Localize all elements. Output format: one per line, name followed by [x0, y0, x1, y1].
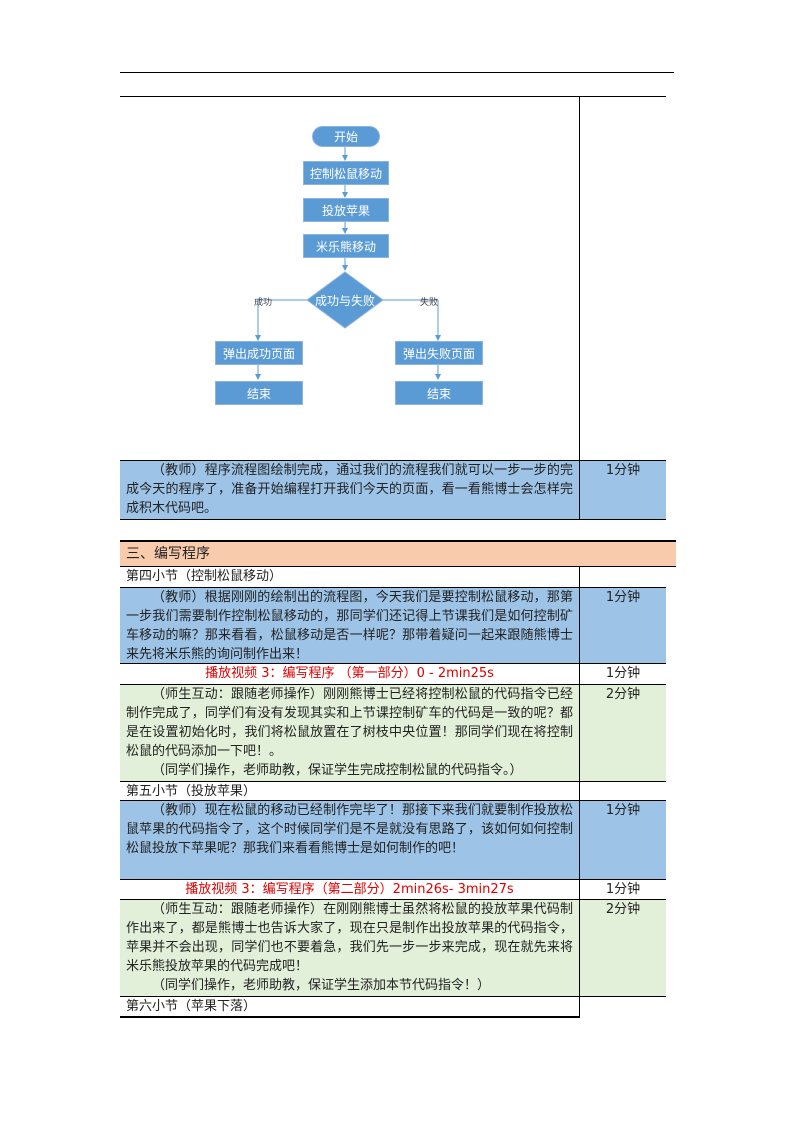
row5b-paragraph1: （师生互动：跟随老师操作）在刚刚熊博士虽然将松鼠的投放苹果代码制作出来了，都是熊… — [126, 902, 573, 974]
row5a-time: 1分钟 — [580, 801, 666, 879]
row5b-time-content: 2分钟 — [605, 902, 641, 917]
sub6-heading-text: 第六小节（苹果下落） — [126, 999, 257, 1014]
section3-title-bottom — [120, 566, 676, 567]
section3-col-divider — [579, 567, 580, 1016]
video3b-time: 1分钟 — [580, 880, 666, 899]
row4a-time-content: 1分钟 — [605, 590, 641, 605]
flow-node-decision-label: 成功与失败 — [314, 293, 375, 308]
header-rule — [120, 72, 674, 73]
section3-title: 三、编写程序 — [120, 542, 676, 566]
row5a-bottom — [120, 879, 666, 880]
row4b-paragraph1: （师生互动：跟随老师操作）刚刚熊博士已经将控制松鼠的代码指令已经制作完成了，同学… — [126, 687, 573, 759]
flow-node-success-page: 弹出成功页面 — [215, 341, 303, 365]
flow-node-control: 控制松鼠移动 — [303, 161, 389, 185]
sub5-bottom — [120, 800, 666, 801]
row4b-time: 2分钟 — [580, 685, 666, 781]
summary-row-time: 1分钟 — [580, 460, 666, 519]
row5a-text-content: （教师）现在松鼠的移动已经制作完毕了！那接下来我们就要制作投放松鼠苹果的代码指令… — [126, 803, 573, 856]
row4a-text: （教师）根据刚刚的绘制出的流程图，今天我们是要控制松鼠移动，那第一步我们需要制作… — [120, 588, 579, 663]
row5b-text: （师生互动：跟随老师操作）在刚刚熊博士虽然将松鼠的投放苹果代码制作出来了，都是熊… — [120, 900, 579, 996]
summary-row-text: （教师）程序流程图绘制完成，通过我们的流程我们就可以一步一步的完成今天的程序了，… — [120, 460, 579, 519]
sub4-bottom — [120, 587, 666, 588]
table1-bottom-border — [120, 519, 666, 520]
video3b-text-content: 播放视频 3：编写程序（第二部分）2min26s- 3min27s — [185, 882, 514, 897]
row4b-text: （师生互动：跟随老师操作）刚刚熊博士已经将控制松鼠的代码指令已经制作完成了，同学… — [120, 685, 579, 781]
sub4-heading: 第四小节（控制松鼠移动） — [120, 567, 579, 587]
flow-branch-fail: 失败 — [420, 298, 439, 308]
decision-diamond — [306, 271, 384, 329]
row5a-text: （教师）现在松鼠的移动已经制作完毕了！那接下来我们就要制作投放松鼠苹果的代码指令… — [120, 801, 579, 879]
video3a-time: 1分钟 — [580, 664, 666, 684]
video3b-bottom — [120, 899, 666, 900]
row5b-paragraph2: （同学们操作，老师助教，保证学生添加本节代码指令！） — [152, 978, 491, 993]
flow-node-drop: 投放苹果 — [303, 198, 389, 222]
sub6-heading: 第六小节（苹果下落） — [120, 997, 579, 1016]
summary-time: 1分钟 — [605, 463, 641, 478]
video3a-text: 播放视频 3：编写程序 （第一部分）0 - 2min25s — [120, 664, 579, 684]
flow-branch-success: 成功 — [254, 298, 273, 308]
row5a-time-content: 1分钟 — [605, 803, 641, 818]
video3b-time-content: 1分钟 — [605, 882, 641, 897]
video3a-time-content: 1分钟 — [605, 666, 641, 681]
row4a-text-content: （教师）根据刚刚的绘制出的流程图，今天我们是要控制松鼠移动，那第一步我们需要制作… — [126, 590, 573, 662]
flow-node-milu: 米乐熊移动 — [303, 234, 389, 258]
video3b-text: 播放视频 3：编写程序（第二部分）2min26s- 3min27s — [120, 880, 579, 899]
sub6-bottom — [120, 1016, 580, 1018]
section3-top-border — [120, 540, 676, 542]
row4b-bottom — [120, 781, 666, 782]
table1-top-border — [120, 96, 666, 97]
video3a-bottom — [120, 684, 666, 685]
summary-top-border — [120, 460, 666, 461]
sub5-heading-text: 第五小节（投放苹果） — [126, 784, 257, 799]
section3-title-text: 三、编写程序 — [126, 546, 210, 562]
row4b-paragraph2: （同学们操作，老师助教，保证学生完成控制松鼠的代码指令。） — [152, 763, 523, 778]
flow-node-start: 开始 — [312, 126, 380, 147]
flow-node-end-left: 结束 — [215, 381, 303, 405]
row5b-time: 2分钟 — [580, 900, 666, 996]
flow-node-fail-page: 弹出失败页面 — [395, 341, 483, 365]
flow-node-end-right: 结束 — [395, 381, 483, 405]
sub4-heading-text: 第四小节（控制松鼠移动） — [126, 569, 283, 584]
sub5-heading: 第五小节（投放苹果） — [120, 782, 579, 800]
summary-text: （教师）程序流程图绘制完成，通过我们的流程我们就可以一步一步的完成今天的程序了，… — [126, 463, 573, 516]
video3a-text-content: 播放视频 3：编写程序 （第一部分）0 - 2min25s — [205, 666, 494, 681]
table1-col-divider — [579, 96, 580, 520]
row4a-bottom — [120, 663, 666, 664]
row4b-time-content: 2分钟 — [605, 687, 641, 702]
row5b-bottom — [120, 996, 666, 997]
row4a-time: 1分钟 — [580, 588, 666, 663]
